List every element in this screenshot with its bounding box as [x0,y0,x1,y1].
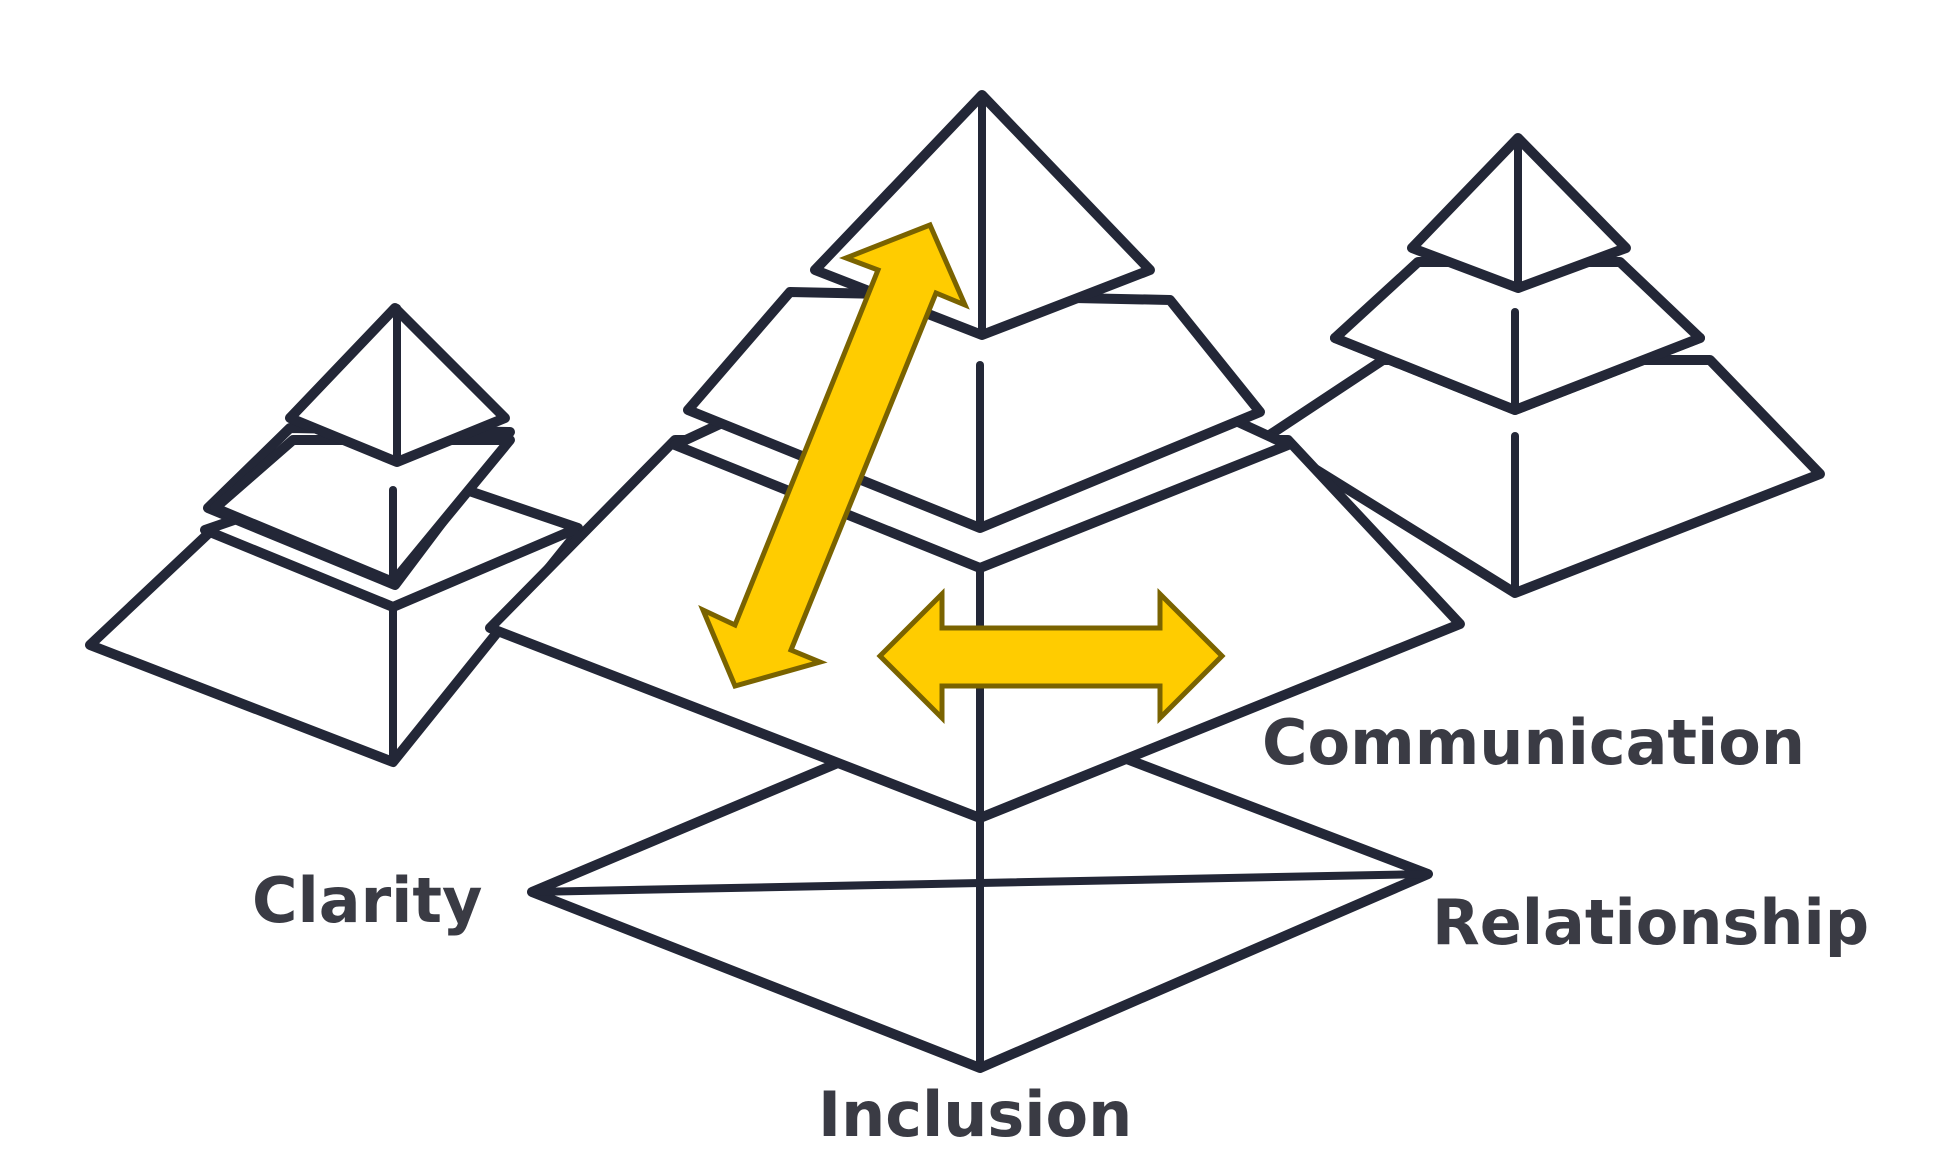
label-communication: Communication [1262,706,1805,779]
central-pyramid-base [527,698,1433,1073]
double-arrow-icon [698,221,970,690]
horizontal-double-arrow [876,587,1226,725]
label-relationship: Relationship [1432,886,1869,959]
label-inclusion: Inclusion [818,1078,1132,1151]
left-pyramid [85,303,583,767]
double-arrow-icon [876,587,1226,725]
right-pyramid [1260,133,1825,598]
label-clarity: Clarity [252,864,482,937]
vertical-double-arrow [698,221,970,690]
